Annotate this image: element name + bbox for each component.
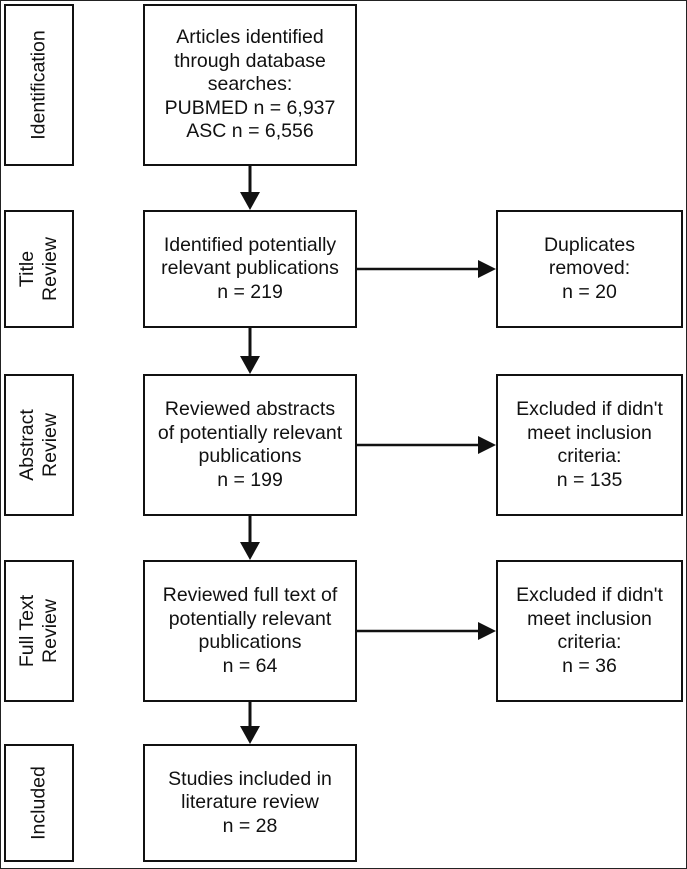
text-line: publications bbox=[198, 631, 302, 653]
arrow-to-duplicates bbox=[357, 260, 496, 278]
text-line: Studies included in bbox=[168, 767, 332, 790]
text-line: Duplicates bbox=[543, 233, 636, 256]
arrow-fulltext-to-included bbox=[240, 702, 260, 744]
stage-title-review: Title Review bbox=[4, 210, 74, 328]
text-line: Reviewed full text of bbox=[162, 584, 338, 606]
text-line: publications bbox=[198, 445, 302, 467]
box-excluded-full-text: Excluded if didn't meet inclusion criter… bbox=[496, 560, 683, 702]
arrow-identified-to-title bbox=[240, 166, 260, 210]
stage-identification: Identification bbox=[4, 4, 74, 166]
text-line: meet inclusion bbox=[527, 421, 652, 444]
box-duplicates-removed-text: Duplicates removed: n = 20 bbox=[544, 234, 635, 305]
box-abstracts-reviewed: Reviewed abstracts of potentially releva… bbox=[143, 374, 357, 516]
text-line: PUBMED n = 6,937 bbox=[164, 96, 336, 119]
box-duplicates-removed: Duplicates removed: n = 20 bbox=[496, 210, 683, 328]
box-full-text-reviewed: Reviewed full text of potentially releva… bbox=[143, 560, 357, 702]
box-abstracts-reviewed-text: Reviewed abstracts of potentially releva… bbox=[158, 398, 342, 492]
arrow-title-to-abstract bbox=[240, 328, 260, 374]
box-potentially-relevant: Identified potentially relevant publicat… bbox=[143, 210, 357, 328]
text-line: Articles identified bbox=[176, 26, 324, 49]
text-line: n = 28 bbox=[222, 814, 278, 837]
text-line: Identified potentially bbox=[163, 233, 337, 256]
text-line: literature review bbox=[181, 791, 319, 814]
box-excluded-abstract: Excluded if didn't meet inclusion criter… bbox=[496, 374, 683, 516]
box-identified-articles: Articles identified through database sea… bbox=[143, 4, 357, 166]
text-line: criteria: bbox=[557, 445, 622, 467]
text-line: of potentially relevant bbox=[157, 421, 343, 444]
text-line: Reviewed abstracts bbox=[164, 398, 336, 420]
text-line: criteria: bbox=[557, 631, 622, 653]
box-identified-articles-text: Articles identified through database sea… bbox=[165, 26, 336, 144]
text-line: n = 199 bbox=[217, 468, 283, 491]
text-line: n = 20 bbox=[562, 280, 617, 303]
box-excluded-full-text-text: Excluded if didn't meet inclusion criter… bbox=[516, 584, 663, 678]
arrow-to-excluded-full-text bbox=[357, 622, 496, 640]
text-line: through database bbox=[174, 49, 326, 72]
text-line: Excluded if didn't bbox=[516, 398, 663, 420]
text-line: n = 64 bbox=[222, 654, 278, 677]
text-line: ASC n = 6,556 bbox=[186, 120, 314, 143]
arrow-abstract-to-fulltext bbox=[240, 516, 260, 560]
text-line: n = 219 bbox=[217, 280, 283, 303]
text-line: meet inclusion bbox=[527, 607, 652, 630]
box-potentially-relevant-text: Identified potentially relevant publicat… bbox=[161, 234, 339, 305]
box-full-text-reviewed-text: Reviewed full text of potentially releva… bbox=[163, 584, 338, 678]
text-line: relevant publications bbox=[161, 257, 339, 280]
text-line: n = 135 bbox=[556, 468, 623, 491]
arrow-to-excluded-abstract bbox=[357, 436, 496, 454]
text-line: removed: bbox=[548, 257, 631, 280]
stage-included: Included bbox=[4, 744, 74, 862]
stage-full-text-review: Full Text Review bbox=[4, 560, 74, 702]
box-included-studies: Studies included in literature review n … bbox=[143, 744, 357, 862]
text-line: n = 36 bbox=[562, 654, 617, 677]
text-line: searches: bbox=[207, 73, 293, 96]
box-excluded-abstract-text: Excluded if didn't meet inclusion criter… bbox=[516, 398, 663, 492]
stage-abstract-review: Abstract Review bbox=[4, 374, 74, 516]
box-included-studies-text: Studies included in literature review n … bbox=[168, 768, 332, 839]
text-line: potentially relevant bbox=[168, 607, 332, 630]
text-line: Excluded if didn't bbox=[516, 584, 663, 606]
